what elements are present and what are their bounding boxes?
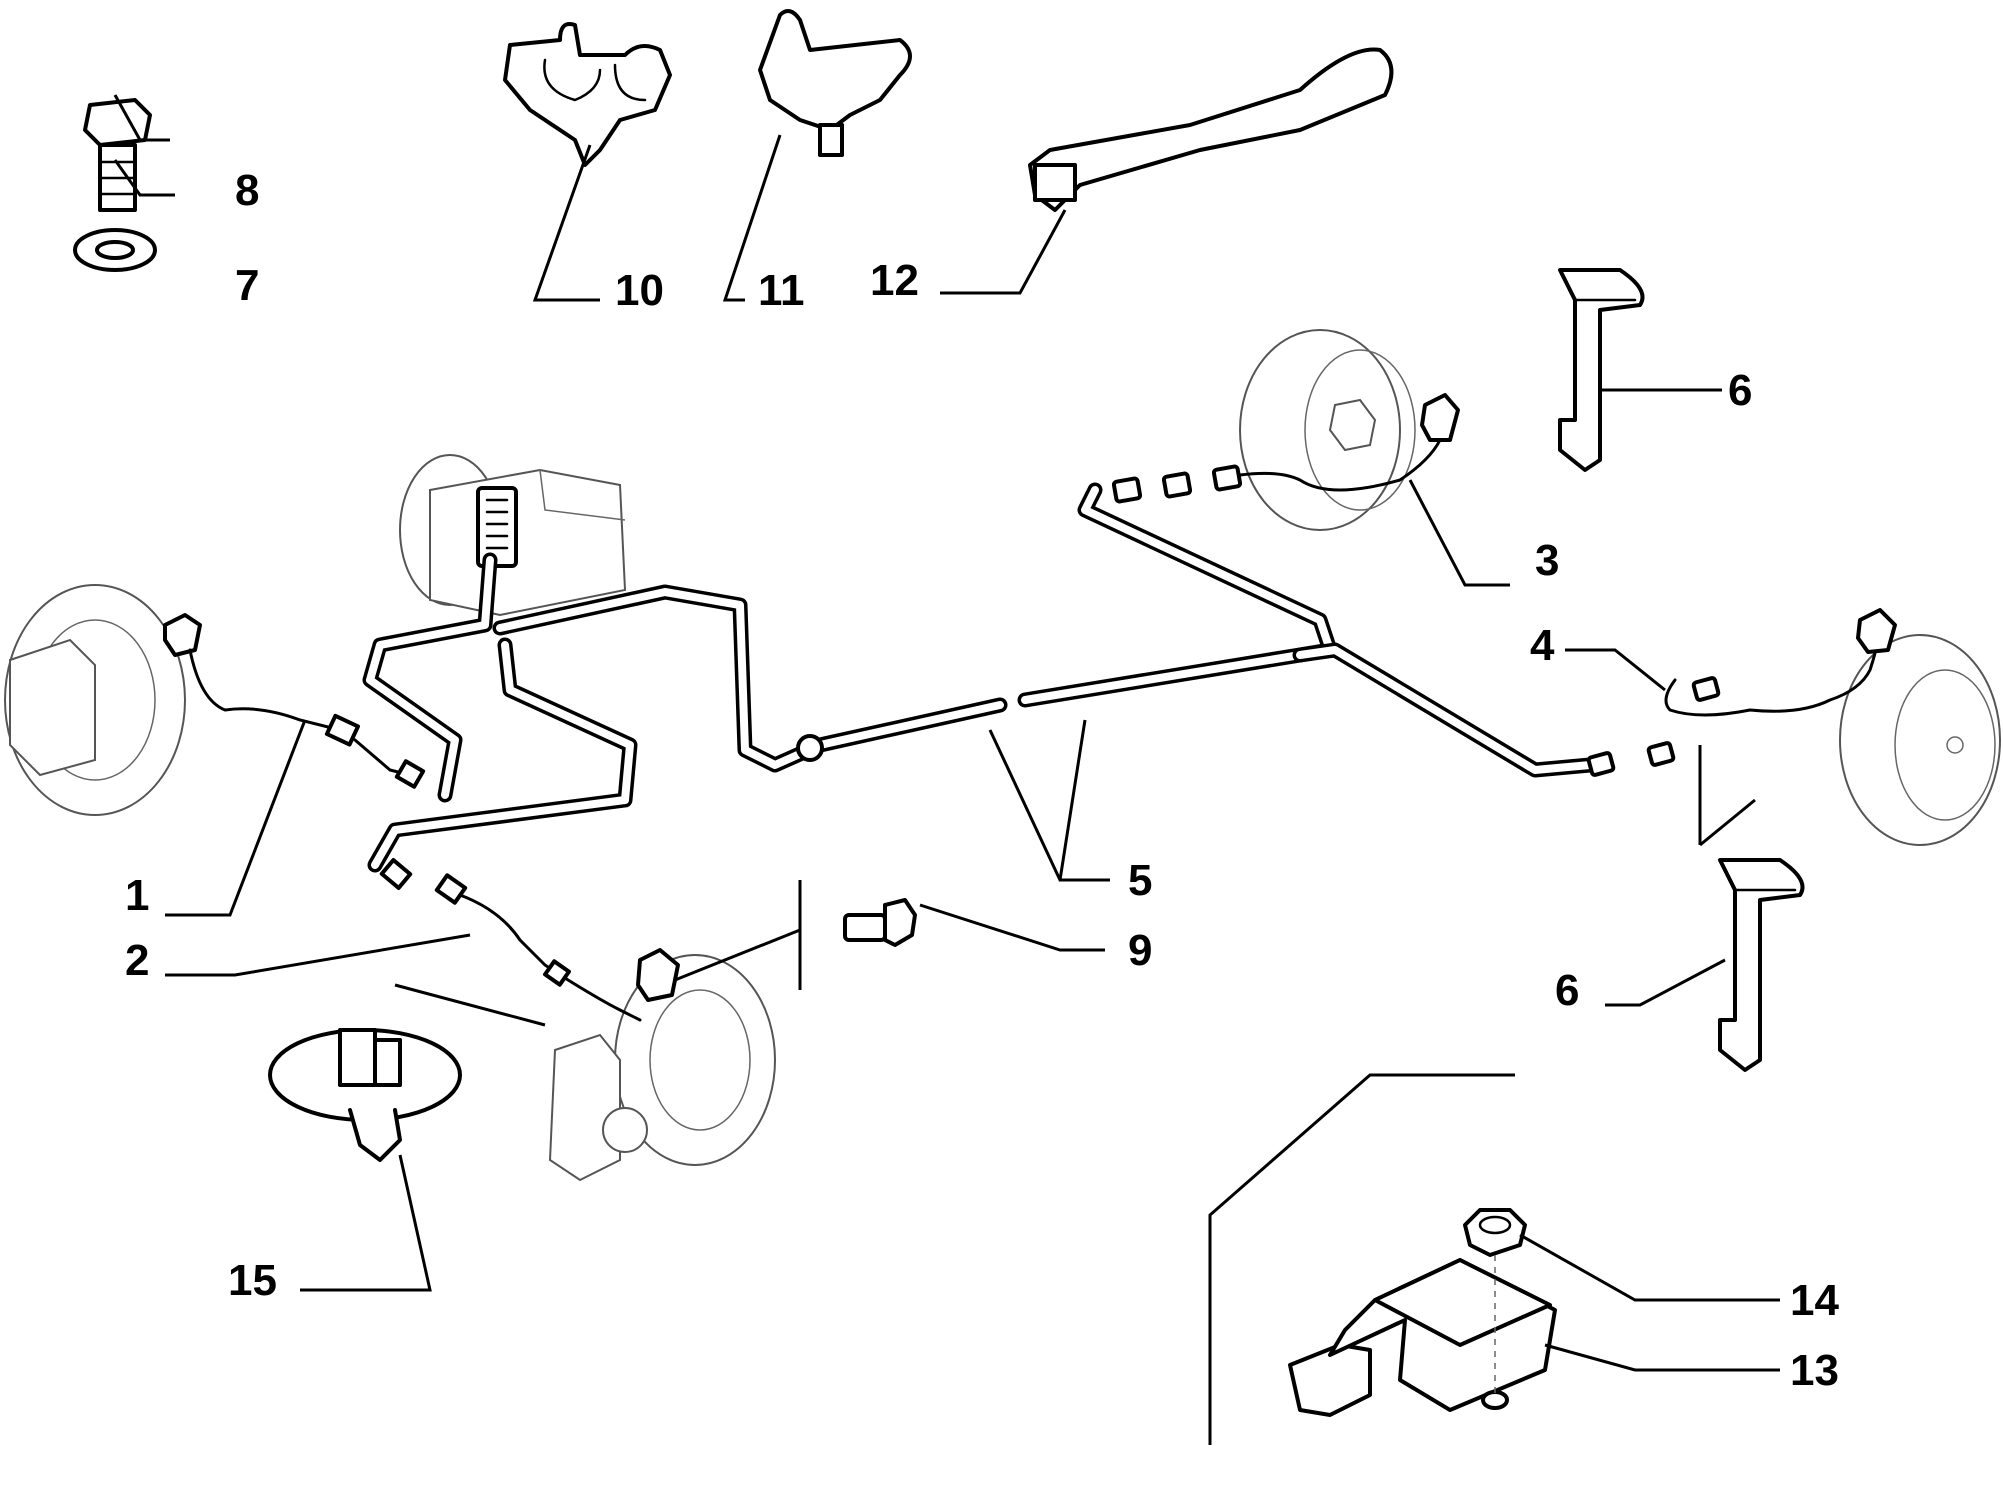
- callout-12: 12: [870, 256, 919, 305]
- abs-hydraulic-unit-ghost: [399, 454, 627, 617]
- nut-part: [1463, 1208, 1527, 1395]
- callout-4: 4: [1530, 621, 1555, 670]
- callout-3: 3: [1535, 536, 1559, 585]
- callout-9: 9: [1128, 926, 1152, 975]
- mounting-bracket-upper-part: [1558, 268, 1645, 472]
- callout-11: 11: [758, 266, 805, 315]
- callout-5: 5: [1128, 856, 1152, 905]
- callout-14: 14: [1790, 1276, 1839, 1325]
- callout-labels: 1 2 3 4 5 6 6 7 8 9 10 11 12 13 14 15: [125, 166, 1839, 1395]
- double-cable-clip-part: [503, 22, 672, 167]
- front-right-sensor: [379, 858, 680, 1022]
- front-right-brake-disc-ghost: [548, 954, 776, 1182]
- callout-1: 1: [125, 871, 149, 920]
- rear-right-brake-drum-ghost: [1239, 329, 1416, 531]
- leader-lines: [113, 94, 1780, 1445]
- harness-retaining-clip-part: [268, 1028, 462, 1162]
- sensor-wiring-harness-routing: [362, 482, 1598, 873]
- callout-10: 10: [615, 266, 664, 315]
- rear-left-brake-drum-ghost: [1839, 634, 2001, 846]
- callout-13: 13: [1790, 1346, 1839, 1395]
- front-left-sensor: [163, 613, 426, 789]
- callout-6-lower: 6: [1555, 966, 1579, 1015]
- washer-part: [73, 228, 157, 272]
- acceleration-sensor-part: [1288, 1258, 1557, 1417]
- callout-2: 2: [125, 936, 149, 985]
- rear-right-sensor: [1111, 393, 1460, 504]
- callout-7: 7: [235, 261, 259, 310]
- callout-8: 8: [235, 166, 259, 215]
- screw-part: [843, 898, 917, 947]
- front-left-brake-disc-ghost: [4, 584, 186, 816]
- cable-tie-strap-part: [1028, 47, 1394, 212]
- rear-left-sensor: [1586, 608, 1897, 777]
- single-cable-clip-part: [758, 9, 912, 157]
- callout-15: 15: [228, 1256, 277, 1305]
- mounting-bracket-lower-part: [1718, 858, 1805, 1072]
- callout-6-upper: 6: [1728, 366, 1752, 415]
